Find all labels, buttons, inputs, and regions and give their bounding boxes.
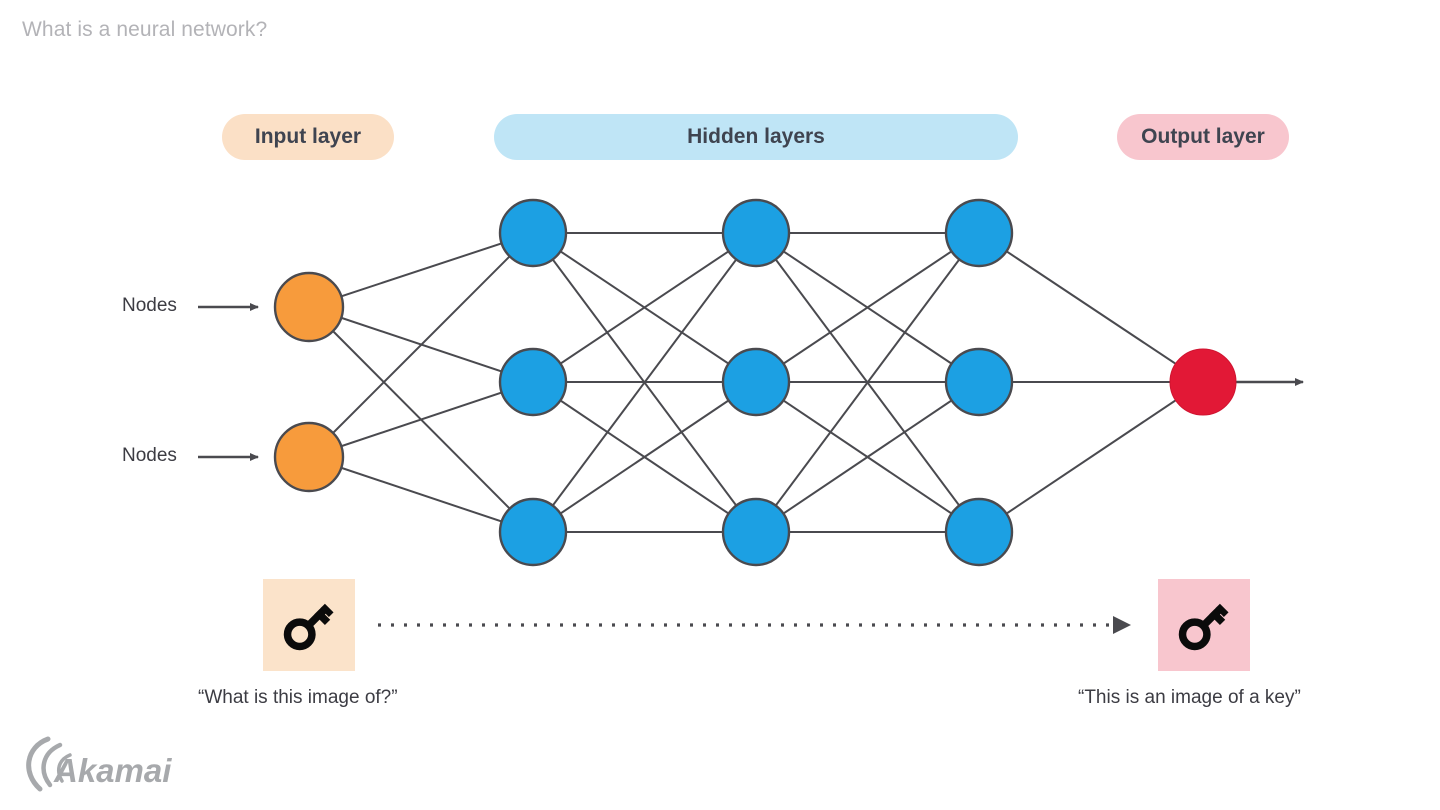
layer-pill-hidden-label: Hidden layers <box>687 125 825 148</box>
input-image-tile <box>263 579 355 671</box>
layer-pill-output: Output layer <box>1117 114 1289 160</box>
layer-pill-input-label: Input layer <box>254 125 362 148</box>
node-annotation-label-1: Nodes <box>122 295 177 316</box>
node-hidden-2-1[interactable] <box>721 198 791 268</box>
input-nodes <box>273 271 345 493</box>
node-hidden-2-2[interactable] <box>721 347 791 417</box>
node-label-arrows <box>198 303 259 461</box>
node-hidden-3-1[interactable] <box>944 198 1014 268</box>
layer-pill-output-label: Output layer <box>1141 125 1265 148</box>
hidden-nodes <box>498 198 1014 567</box>
akamai-logo: Akamai <box>26 736 172 792</box>
node-hidden-1-3[interactable] <box>498 497 568 567</box>
layer-pill-hidden: Hidden layers <box>494 114 1018 160</box>
akamai-logo-text: Akamai <box>53 752 172 789</box>
edges-input-to-hidden1 <box>308 232 534 533</box>
layer-pill-input: Input layer <box>222 114 394 160</box>
edges-hidden2-to-hidden3 <box>755 232 980 533</box>
output-image-tile <box>1158 579 1250 671</box>
flow-connector <box>378 616 1131 634</box>
node-input-1[interactable] <box>273 271 345 343</box>
node-hidden-3-3[interactable] <box>944 497 1014 567</box>
node-hidden-1-1[interactable] <box>498 198 568 268</box>
node-output-1[interactable] <box>1169 348 1237 416</box>
node-hidden-2-3[interactable] <box>721 497 791 567</box>
edges-hidden3-to-output <box>978 232 1204 533</box>
key-icon <box>1178 603 1229 651</box>
node-hidden-3-2[interactable] <box>944 347 1014 417</box>
node-input-2[interactable] <box>273 421 345 493</box>
node-annotation-label-2: Nodes <box>122 445 177 466</box>
output-caption: “This is an image of a key” <box>1078 687 1301 708</box>
page-title: What is a neural network? <box>22 18 268 41</box>
key-icon <box>283 603 334 651</box>
input-caption: “What is this image of?” <box>198 687 398 708</box>
edges-hidden1-to-hidden2 <box>532 232 757 533</box>
node-hidden-1-2[interactable] <box>498 347 568 417</box>
